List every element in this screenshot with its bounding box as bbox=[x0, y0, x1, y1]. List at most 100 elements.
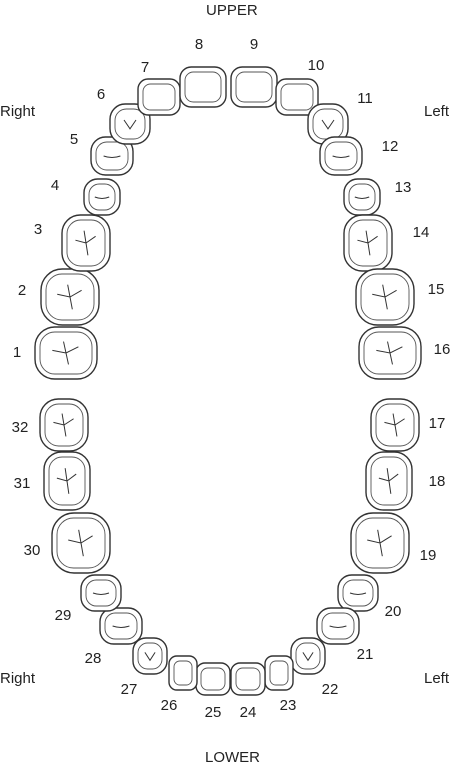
tooth-8-outline[interactable] bbox=[179, 66, 227, 108]
tooth-1[interactable] bbox=[34, 326, 98, 380]
tooth-11[interactable] bbox=[307, 103, 349, 145]
tooth-26[interactable] bbox=[168, 655, 198, 691]
tooth-15[interactable] bbox=[355, 268, 415, 326]
tooth-23-crown bbox=[269, 660, 289, 686]
tooth-32-crown bbox=[44, 403, 84, 447]
tooth-7[interactable] bbox=[137, 78, 181, 116]
tooth-30[interactable] bbox=[51, 512, 111, 574]
tooth-22-grooves bbox=[302, 652, 314, 662]
tooth-22[interactable] bbox=[290, 637, 326, 675]
tooth-12-grooves bbox=[332, 155, 350, 159]
tooth-8-crown bbox=[184, 71, 222, 103]
tooth-21-outline[interactable] bbox=[316, 607, 360, 645]
tooth-25[interactable] bbox=[195, 662, 231, 696]
tooth-18[interactable] bbox=[365, 451, 413, 511]
tooth-29-outline[interactable] bbox=[80, 574, 122, 612]
tooth-31-crown bbox=[48, 456, 86, 506]
tooth-3-crown bbox=[66, 219, 106, 267]
tooth-26-outline[interactable] bbox=[168, 655, 198, 691]
tooth-16-grooves bbox=[376, 341, 403, 365]
tooth-2-crown bbox=[45, 273, 95, 321]
tooth-6-crown bbox=[114, 108, 146, 140]
tooth-number-21: 21 bbox=[357, 646, 374, 663]
tooth-number-5: 5 bbox=[70, 131, 78, 148]
tooth-29-grooves bbox=[92, 592, 110, 595]
tooth-4[interactable] bbox=[83, 178, 121, 216]
tooth-20[interactable] bbox=[337, 574, 379, 612]
tooth-2-grooves bbox=[57, 284, 82, 310]
tooth-number-27: 27 bbox=[121, 681, 138, 698]
tooth-2[interactable] bbox=[40, 268, 100, 326]
tooth-5[interactable] bbox=[90, 136, 134, 176]
tooth-27-outline[interactable] bbox=[132, 637, 168, 675]
tooth-number-2: 2 bbox=[18, 282, 26, 299]
tooth-30-grooves bbox=[68, 529, 93, 557]
tooth-27-grooves bbox=[144, 652, 156, 662]
tooth-13[interactable] bbox=[343, 178, 381, 216]
tooth-number-4: 4 bbox=[51, 177, 59, 194]
tooth-21[interactable] bbox=[316, 607, 360, 645]
tooth-24-crown bbox=[235, 667, 261, 691]
tooth-31-grooves bbox=[56, 468, 77, 494]
tooth-9-outline[interactable] bbox=[230, 66, 278, 108]
tooth-number-1: 1 bbox=[13, 344, 21, 361]
tooth-31[interactable] bbox=[43, 451, 91, 511]
tooth-6-outline[interactable] bbox=[109, 103, 151, 145]
tooth-3[interactable] bbox=[61, 214, 111, 272]
tooth-number-10: 10 bbox=[308, 57, 325, 74]
tooth-24[interactable] bbox=[230, 662, 266, 696]
tooth-20-grooves bbox=[349, 592, 367, 595]
tooth-13-grooves bbox=[354, 196, 370, 199]
tooth-10-outline[interactable] bbox=[275, 78, 319, 116]
tooth-number-19: 19 bbox=[420, 547, 437, 564]
tooth-21-crown bbox=[321, 612, 355, 640]
tooth-29[interactable] bbox=[80, 574, 122, 612]
tooth-12-crown bbox=[324, 141, 358, 171]
tooth-9[interactable] bbox=[230, 66, 278, 108]
tooth-19-crown bbox=[355, 517, 405, 569]
tooth-28[interactable] bbox=[99, 607, 143, 645]
tooth-number-29: 29 bbox=[55, 607, 72, 624]
tooth-22-outline[interactable] bbox=[290, 637, 326, 675]
tooth-12[interactable] bbox=[319, 136, 363, 176]
tooth-number-6: 6 bbox=[97, 86, 105, 103]
tooth-28-grooves bbox=[112, 625, 130, 628]
tooth-29-crown bbox=[85, 579, 117, 607]
tooth-18-crown bbox=[370, 456, 408, 506]
tooth-16[interactable] bbox=[358, 326, 422, 380]
tooth-14[interactable] bbox=[343, 214, 393, 272]
right-label-top: Right bbox=[0, 103, 36, 120]
tooth-27[interactable] bbox=[132, 637, 168, 675]
tooth-19-grooves bbox=[367, 529, 392, 557]
tooth-4-grooves bbox=[94, 196, 110, 199]
tooth-17[interactable] bbox=[370, 398, 420, 452]
tooth-6-grooves bbox=[123, 119, 137, 130]
tooth-1-crown bbox=[39, 331, 93, 375]
tooth-8[interactable] bbox=[179, 66, 227, 108]
tooth-9-crown bbox=[235, 71, 273, 103]
tooth-28-outline[interactable] bbox=[99, 607, 143, 645]
tooth-number-24: 24 bbox=[240, 704, 257, 721]
tooth-3-grooves bbox=[75, 230, 96, 256]
tooth-20-outline[interactable] bbox=[337, 574, 379, 612]
tooth-13-crown bbox=[348, 183, 376, 211]
tooth-15-crown bbox=[360, 273, 410, 321]
tooth-23[interactable] bbox=[264, 655, 294, 691]
tooth-10[interactable] bbox=[275, 78, 319, 116]
tooth-12-outline[interactable] bbox=[319, 136, 363, 176]
tooth-5-crown bbox=[95, 141, 129, 171]
tooth-32[interactable] bbox=[39, 398, 89, 452]
left-label-bottom: Left bbox=[424, 670, 450, 687]
tooth-number-30: 30 bbox=[24, 542, 41, 559]
tooth-28-crown bbox=[104, 612, 138, 640]
tooth-14-grooves bbox=[357, 230, 378, 256]
tooth-19[interactable] bbox=[350, 512, 410, 574]
tooth-26-crown bbox=[173, 660, 193, 686]
tooth-24-outline[interactable] bbox=[230, 662, 266, 696]
tooth-6[interactable] bbox=[109, 103, 151, 145]
tooth-number-20: 20 bbox=[385, 603, 402, 620]
tooth-32-grooves bbox=[53, 413, 74, 437]
tooth-4-outline[interactable] bbox=[83, 178, 121, 216]
